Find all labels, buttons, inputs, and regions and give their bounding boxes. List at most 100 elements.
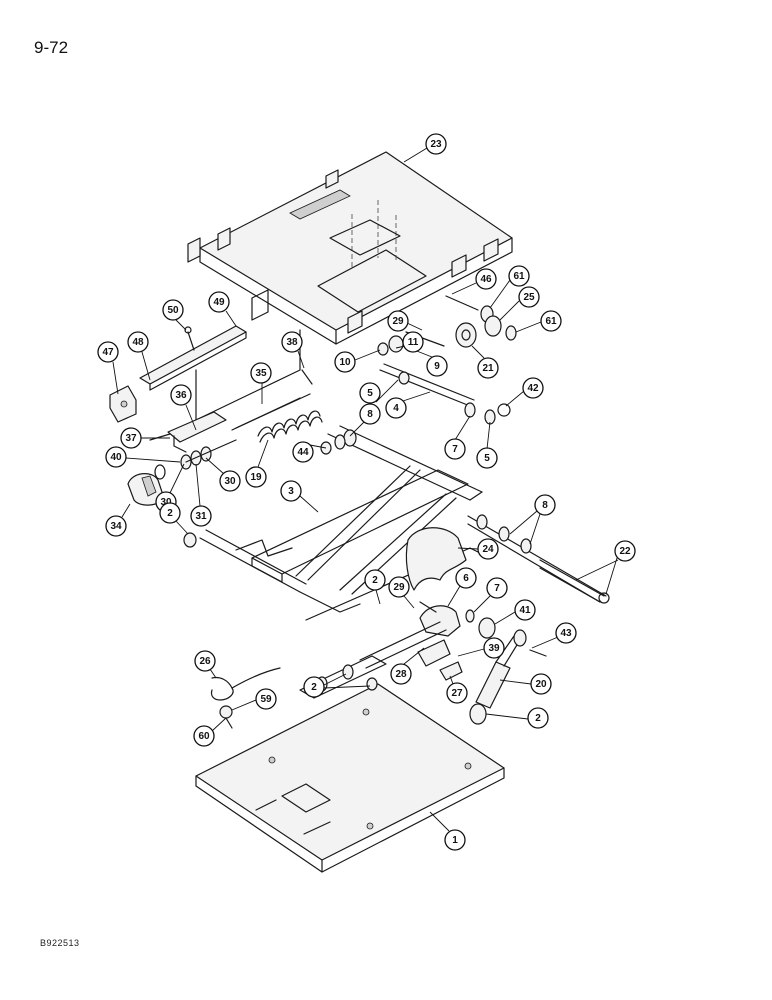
- callout-circle: [194, 650, 216, 672]
- callout-number: 46: [480, 274, 492, 285]
- callout-26: 26: [194, 650, 216, 672]
- spring-plate-assembly: [167, 329, 323, 453]
- callout-number: 29: [392, 316, 404, 327]
- callout-circle: [402, 331, 424, 353]
- callout-number: 2: [535, 713, 541, 724]
- callout-8: 8: [359, 403, 381, 425]
- callout-61: 61: [508, 265, 530, 287]
- callout-41: 41: [514, 599, 536, 621]
- callout-circle: [255, 688, 277, 710]
- callout-number: 44: [297, 447, 309, 458]
- callout-number: 24: [482, 544, 494, 555]
- callout-circle: [219, 470, 241, 492]
- callout-number: 61: [545, 316, 557, 327]
- callout-10: 10: [334, 351, 356, 373]
- callout-7: 7: [486, 577, 508, 599]
- callout-number: 49: [213, 297, 225, 308]
- callout-circle: [483, 637, 505, 659]
- callout-number: 31: [195, 511, 207, 522]
- callout-number: 5: [367, 388, 373, 399]
- callout-circle: [170, 384, 192, 406]
- seat-top-frame: [187, 151, 513, 345]
- callout-number: 43: [560, 628, 572, 639]
- callout-number: 50: [167, 305, 179, 316]
- callout-36: 36: [170, 384, 192, 406]
- callout-circle: [208, 291, 230, 313]
- callout-number: 28: [395, 669, 407, 680]
- callout-48: 48: [127, 331, 149, 353]
- callout-number: 23: [430, 139, 442, 150]
- scissor-frame: [183, 363, 511, 621]
- callout-circle: [614, 540, 636, 562]
- callout-number: 35: [255, 368, 267, 379]
- callout-number: 2: [372, 575, 378, 586]
- callout-number: 11: [408, 337, 419, 348]
- shock-absorber: [469, 629, 547, 725]
- callout-number: 5: [484, 453, 490, 464]
- callout-circle: [97, 341, 119, 363]
- callout-circle: [477, 538, 499, 560]
- callout-27: 27: [446, 682, 468, 704]
- callout-2: 2: [364, 569, 386, 591]
- callout-30: 30: [219, 470, 241, 492]
- callout-circle: [334, 351, 356, 373]
- callout-9: 9: [426, 355, 448, 377]
- callout-1: 1: [444, 829, 466, 851]
- callout-number: 7: [494, 583, 500, 594]
- callout-circle: [359, 403, 381, 425]
- callout-number: 61: [513, 271, 525, 282]
- callout-6: 6: [455, 567, 477, 589]
- callout-number: 25: [523, 292, 535, 303]
- callout-number: 30: [224, 476, 236, 487]
- callout-circle: [534, 494, 556, 516]
- callout-20: 20: [530, 673, 552, 695]
- figure-code: B922513: [40, 938, 80, 948]
- callout-2: 2: [159, 502, 181, 524]
- callout-2: 2: [303, 676, 325, 698]
- callout-28: 28: [390, 663, 412, 685]
- callout-circle: [162, 299, 184, 321]
- callout-5: 5: [359, 382, 381, 404]
- front-shaft-assembly: [467, 514, 610, 604]
- callout-number: 1: [452, 835, 458, 846]
- callout-61: 61: [540, 310, 562, 332]
- callout-circle: [303, 676, 325, 698]
- callout-circle: [426, 355, 448, 377]
- page-number: 9-72: [34, 38, 69, 57]
- callout-circle: [250, 362, 272, 384]
- callout-circle: [475, 268, 497, 290]
- callout-circle: [476, 447, 498, 469]
- callout-circle: [190, 505, 212, 527]
- callout-11: 11: [402, 331, 424, 353]
- callout-circle: [518, 286, 540, 308]
- callout-circle: [385, 397, 407, 419]
- callout-number: 19: [250, 472, 262, 483]
- callout-number: 6: [463, 573, 469, 584]
- callout-circle: [444, 829, 466, 851]
- callout-circle: [508, 265, 530, 287]
- callout-49: 49: [208, 291, 230, 313]
- adjust-knob-assembly: [127, 433, 237, 506]
- callout-7: 7: [444, 438, 466, 460]
- base-plate: [195, 655, 505, 873]
- callout-22: 22: [614, 540, 636, 562]
- callout-43: 43: [555, 622, 577, 644]
- callout-number: 48: [132, 337, 144, 348]
- callout-number: 39: [488, 643, 500, 654]
- callout-circle: [387, 310, 409, 332]
- callout-39: 39: [483, 637, 505, 659]
- callout-number: 21: [482, 363, 494, 374]
- callout-circle: [425, 133, 447, 155]
- callout-37: 37: [120, 427, 142, 449]
- callout-21: 21: [477, 357, 499, 379]
- callout-circle: [455, 567, 477, 589]
- callout-number: 40: [110, 452, 122, 463]
- callout-number: 36: [175, 390, 187, 401]
- callout-circle: [486, 577, 508, 599]
- callout-circle: [364, 569, 386, 591]
- cam-and-lever-assembly: [359, 527, 496, 681]
- callout-circle: [388, 576, 410, 598]
